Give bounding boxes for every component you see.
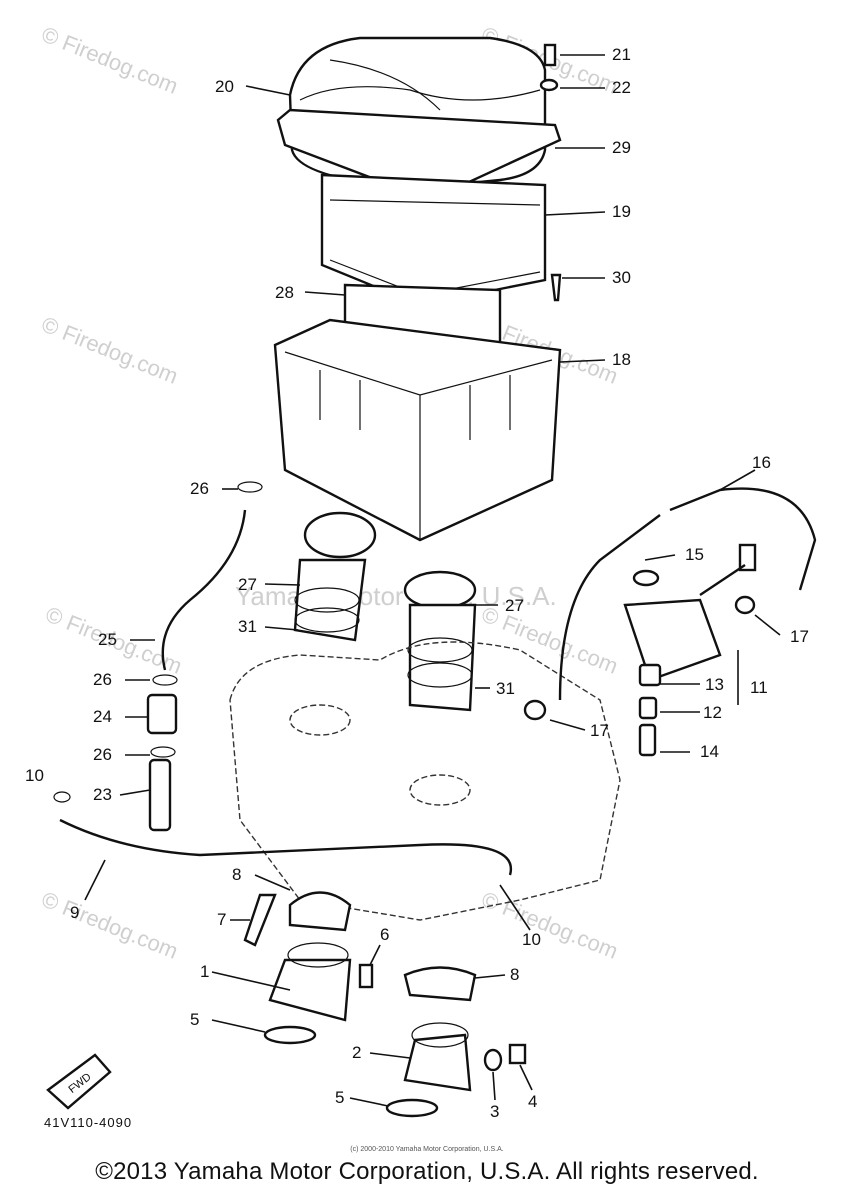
watermark: © Firedog.com (38, 886, 181, 963)
callout-17b: 17 (590, 721, 609, 740)
callout-23: 23 (93, 785, 112, 804)
callout-28: 28 (275, 283, 294, 302)
callout-26b: 26 (93, 670, 112, 689)
intake-joints (293, 511, 477, 712)
callout-7: 7 (217, 910, 226, 929)
hoses (59, 487, 817, 876)
vacuum-valve-assembly (523, 543, 757, 757)
watermark: © Firedog.com (38, 311, 181, 388)
forward-arrow-icon: FWD (46, 1053, 112, 1110)
callout-24: 24 (93, 707, 112, 726)
callout-10a: 10 (25, 766, 44, 785)
fuel-filter (53, 481, 263, 832)
callout-31a: 31 (238, 617, 257, 636)
callout-5a: 5 (190, 1010, 199, 1029)
air-box-cover (276, 36, 562, 202)
callout-25: 25 (98, 630, 117, 649)
callout-9: 9 (70, 903, 79, 922)
callout-30: 30 (612, 268, 631, 287)
callout-5b: 5 (335, 1088, 344, 1107)
callout-15: 15 (685, 545, 704, 564)
watermark: © Firedog.com (478, 601, 621, 678)
callout-8a: 8 (232, 865, 241, 884)
callout-26c: 26 (93, 745, 112, 764)
callout-27b: 27 (505, 596, 524, 615)
callout-labels: 20 21 22 29 19 30 28 18 16 26 15 27 27 3… (25, 45, 809, 1121)
callout-17a: 17 (790, 627, 809, 646)
callout-18: 18 (612, 350, 631, 369)
callout-12: 12 (703, 703, 722, 722)
callout-2: 2 (352, 1043, 361, 1062)
callout-8b: 8 (510, 965, 519, 984)
callout-6: 6 (380, 925, 389, 944)
callout-16: 16 (752, 453, 771, 472)
callout-13: 13 (705, 675, 724, 694)
callout-1: 1 (200, 962, 209, 981)
leader-lines (84, 54, 781, 1107)
callout-14: 14 (700, 742, 719, 761)
callout-11: 11 (750, 678, 768, 697)
background-watermark: Yamaha Motor Corp. U.S.A. (235, 581, 557, 611)
callout-31b: 31 (496, 679, 515, 698)
callout-29: 29 (612, 138, 631, 157)
watermark: © Firedog.com (478, 886, 621, 963)
callout-10b: 10 (522, 930, 541, 949)
callout-19: 19 (612, 202, 631, 221)
callout-26a: 26 (190, 479, 209, 498)
small-hardware (539, 43, 562, 302)
copyright-footer: ©2013 Yamaha Motor Corporation, U.S.A. A… (95, 1158, 759, 1185)
callout-4: 4 (528, 1092, 537, 1111)
intake-manifolds (243, 891, 527, 1118)
carburetor-outline (229, 641, 621, 921)
callout-21: 21 (612, 45, 631, 64)
callout-20: 20 (215, 77, 234, 96)
air-box-case (273, 318, 562, 542)
small-copyright-note: (c) 2000-2010 Yamaha Motor Corporation, … (350, 1146, 504, 1153)
callout-22: 22 (612, 78, 631, 97)
air-filter-element (320, 173, 547, 307)
callout-3: 3 (490, 1102, 499, 1121)
watermark: © Firedog.com (38, 21, 181, 98)
callout-27a: 27 (238, 575, 257, 594)
catalog-code: 41V110-4090 (44, 1115, 133, 1130)
